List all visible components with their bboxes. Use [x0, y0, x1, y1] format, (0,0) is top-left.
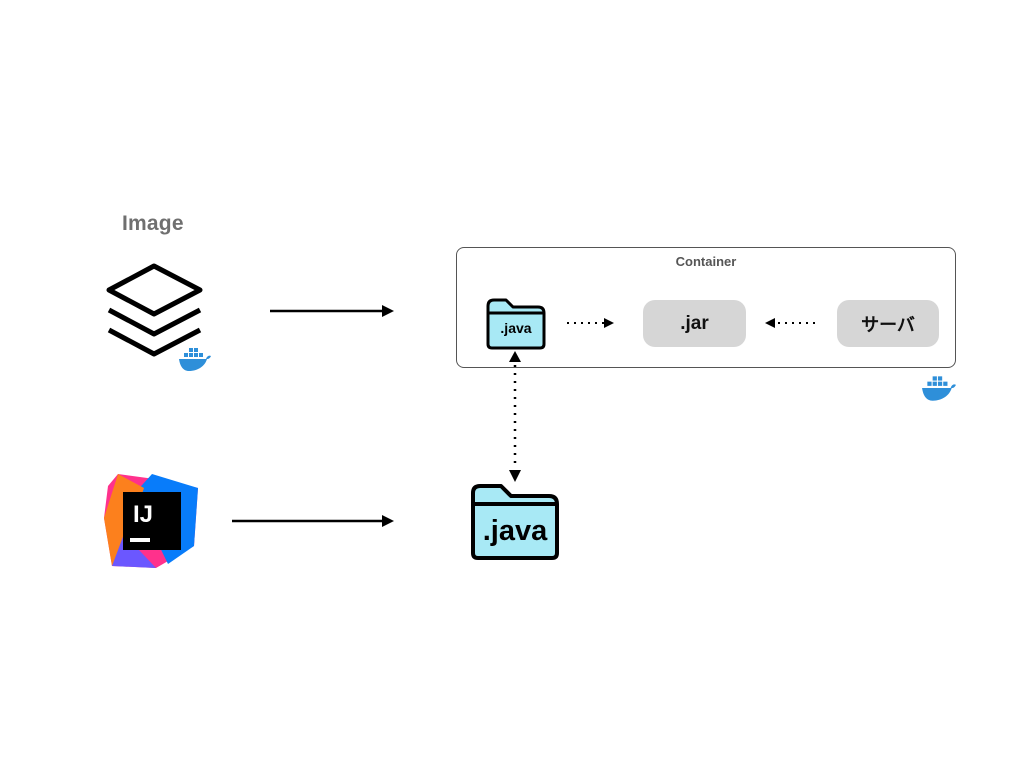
ide-to-java-arrow: [232, 515, 394, 527]
server-to-jar-dotted-arrow: [765, 318, 815, 328]
intellij-idea-logo-icon: IJ: [104, 474, 198, 568]
volume-mount-dotted-arrow: [509, 351, 521, 482]
docker-whale-icon: [179, 348, 211, 371]
server-pill: サーバ: [837, 300, 939, 347]
container-java-label: .java: [500, 320, 531, 336]
image-to-container-arrow: [270, 305, 394, 317]
java-to-jar-dotted-arrow: [567, 318, 614, 328]
host-java-label: .java: [483, 515, 548, 547]
container-label: Container: [675, 254, 737, 269]
ide-logo-text: IJ: [133, 501, 153, 528]
image-label: Image: [122, 212, 184, 235]
layers-stack-icon: [106, 263, 203, 357]
container-box: Container: [456, 247, 956, 368]
docker-whale-icon: [922, 376, 956, 401]
folder-icon: .java: [471, 484, 559, 560]
folder-icon: .java: [486, 298, 546, 350]
jar-pill: .jar: [643, 300, 746, 347]
